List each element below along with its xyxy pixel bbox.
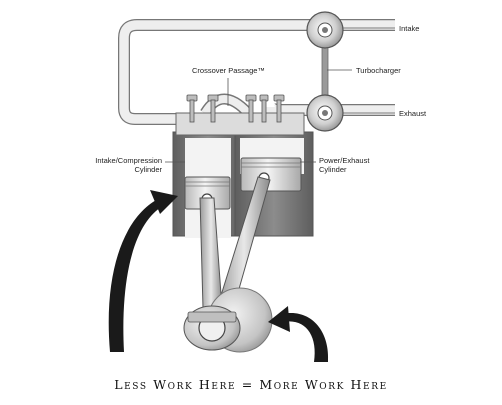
crossover-passage xyxy=(200,93,253,117)
power-cylinder-label: Power/Exhaust Cylinder xyxy=(319,156,369,174)
exhaust-pipe xyxy=(264,102,395,116)
crossover-passage-label: Crossover Passage™ xyxy=(192,66,265,75)
intake-pipe xyxy=(118,19,395,125)
turbo-compressor-wheel xyxy=(306,11,344,49)
intake-cylinder-label: Intake/Compression Cylinder xyxy=(84,156,162,174)
power-cylinder-label-line2: Cylinder xyxy=(319,165,347,174)
more-work-arrow xyxy=(268,306,329,362)
turbocharger-label: Turbocharger xyxy=(356,66,401,75)
intake-cylinder-label-line1: Intake/Compression xyxy=(95,156,162,165)
power-piston xyxy=(240,157,302,192)
intake-label: Intake xyxy=(399,24,420,33)
work-comparison-caption: Less Work Here = More Work Here xyxy=(114,377,388,392)
power-cylinder-label-line1: Power/Exhaust xyxy=(319,156,370,165)
crankshaft xyxy=(183,287,273,353)
turbo-turbine-wheel xyxy=(306,94,344,132)
cylinder-head xyxy=(175,112,305,136)
valves xyxy=(186,94,285,123)
less-work-arrow xyxy=(108,190,178,352)
leader-lines xyxy=(165,27,395,163)
exhaust-label: Exhaust xyxy=(399,109,427,118)
intake-cylinder-label-line2: Cylinder xyxy=(134,165,162,174)
